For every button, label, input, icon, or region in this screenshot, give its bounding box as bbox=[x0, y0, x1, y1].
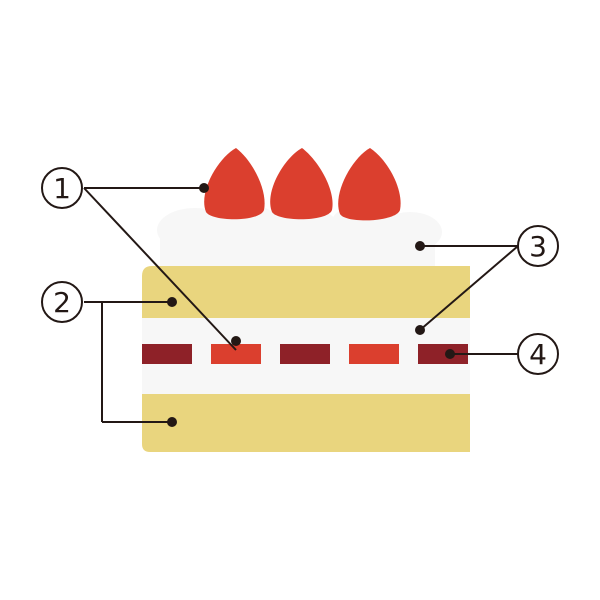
filling-piece bbox=[418, 344, 468, 364]
strawberry-3 bbox=[338, 148, 401, 221]
marker-2-label: 2 bbox=[53, 286, 71, 319]
marker-4: 4 bbox=[517, 333, 559, 375]
filling-piece bbox=[349, 344, 399, 364]
sponge-top-layer bbox=[142, 266, 470, 318]
marker-2: 2 bbox=[41, 281, 83, 323]
marker-4-label: 4 bbox=[529, 338, 547, 371]
filling-piece bbox=[211, 344, 261, 364]
strawberry-1 bbox=[204, 148, 265, 220]
filling-piece bbox=[142, 344, 192, 364]
marker-3: 3 bbox=[517, 225, 559, 267]
strawberry-2 bbox=[270, 148, 333, 220]
filling-piece bbox=[280, 344, 330, 364]
sponge-bottom-layer bbox=[142, 394, 470, 452]
leader-dots bbox=[167, 183, 455, 427]
marker-1: 1 bbox=[41, 167, 83, 209]
marker-3-label: 3 bbox=[529, 230, 547, 263]
filling-row bbox=[142, 344, 468, 364]
cake-body bbox=[142, 266, 470, 452]
leader-lines bbox=[83, 187, 519, 423]
strawberries bbox=[204, 148, 401, 221]
marker-1-label: 1 bbox=[53, 172, 71, 205]
